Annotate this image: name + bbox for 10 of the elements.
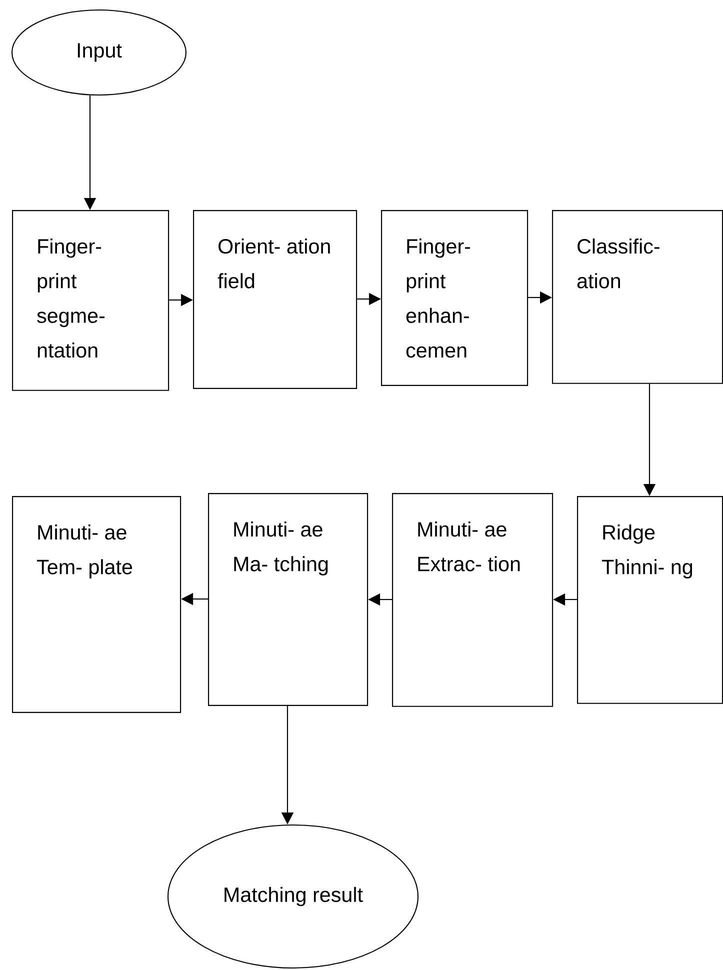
ellipse-node: Input bbox=[11, 9, 187, 96]
process-box: Ridge Thinni- ng bbox=[577, 496, 723, 704]
process-box: Classific- ation bbox=[552, 210, 723, 384]
process-box: Finger- print enhan- cemen bbox=[381, 210, 528, 386]
ellipse-node: Matching result bbox=[167, 824, 419, 969]
process-box: Finger- print segme- ntation bbox=[12, 210, 170, 391]
process-box: Minuti- ae Extrac- tion bbox=[392, 493, 554, 707]
process-box: Orient- ation field bbox=[193, 210, 358, 389]
process-box: Minuti- ae Ma- tching bbox=[208, 493, 368, 706]
process-box: Minuti- ae Tem- plate bbox=[12, 496, 182, 713]
